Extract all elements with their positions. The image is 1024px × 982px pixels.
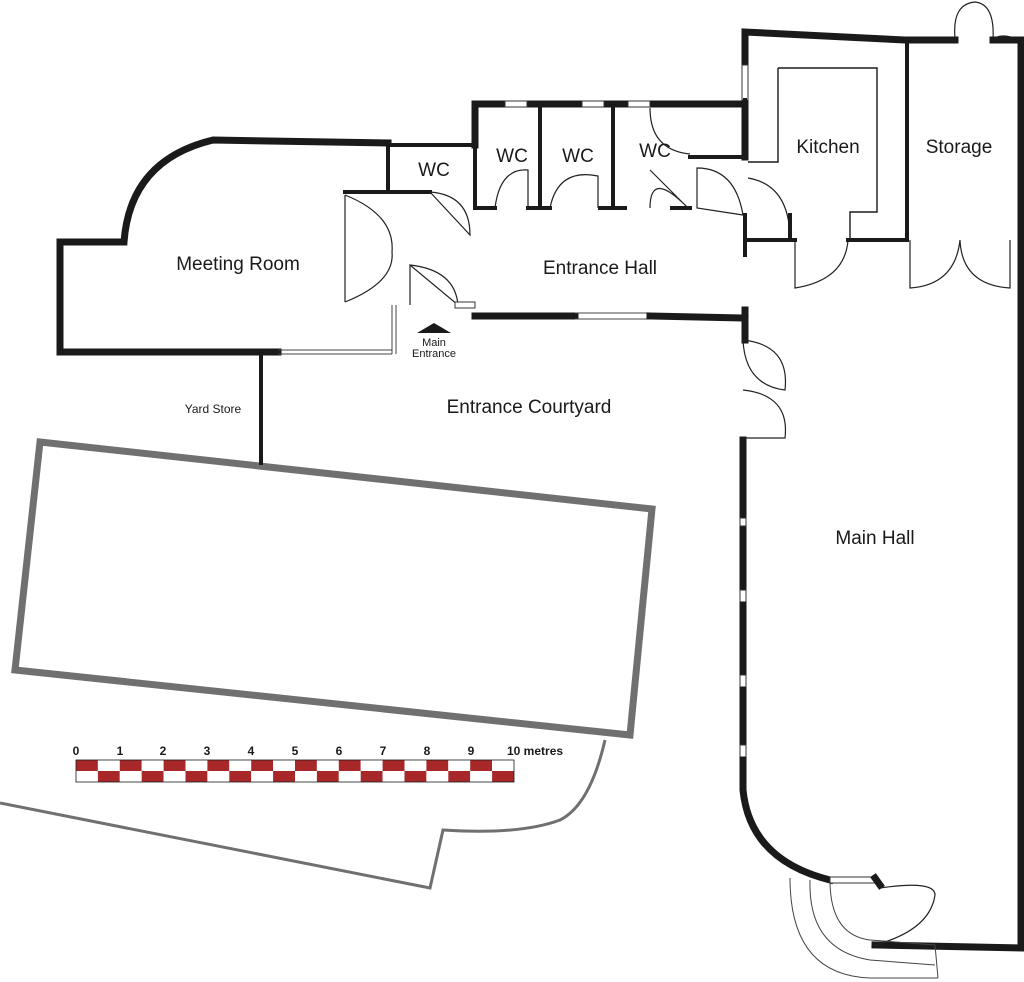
scale-bar-cell [295,771,317,782]
external-building-outline [11,438,656,739]
room-label-entrance-courtyard: Entrance Courtyard [447,397,612,418]
kitchen-window [741,64,749,101]
main-hall-outer-wall [871,36,1024,952]
main-entrance-label-line2: Entrance [412,348,456,360]
scale-bar-cell [360,760,383,771]
scale-bar-cell [141,760,164,771]
main-hall-windows [739,517,747,758]
room-label-yard-store: Yard Store [185,402,242,416]
scale-bar-cell [382,760,405,771]
scale-bar-cells [76,760,514,782]
scale-bar-cell [76,771,98,782]
scale-bar-cell [426,760,449,771]
room-label-storage: Storage [926,137,993,158]
scale-bar-cell [141,771,164,782]
scale-bar-cell [448,771,471,782]
scale-bar-cell [470,760,493,771]
scale-tick-0: 0 [73,744,80,758]
scale-bar-cell [316,760,339,771]
kitchen-door [747,177,849,289]
main-entrance-label-line1: Main [422,337,446,349]
wc-1-door [429,191,471,237]
scale-tick-3: 3 [204,744,211,758]
scale-bar-cell [229,760,252,771]
scale-bar-cell [119,771,142,782]
storage-door [909,239,1011,289]
scale-bar-cell [492,771,514,782]
kitchen-counter [748,67,878,240]
entrance-wall-right [646,312,749,322]
room-label-meeting-room: Meeting Room [176,254,300,275]
scale-bar-cell [295,760,317,771]
main-entrance-door [409,263,459,307]
room-label-entrance-hall: Entrance Hall [543,258,657,279]
scale-bar-cell [404,771,427,782]
scale-bar-cell [273,771,295,782]
room-label-kitchen: Kitchen [796,137,859,158]
room-label-wc-4: WC [639,141,671,162]
meeting-room-door [344,194,393,303]
scale-tick-10: 10 metres [507,744,563,758]
scale-bar-cell [338,760,361,771]
scale-bar-border [75,759,515,783]
room-label-wc-3: WC [562,146,594,167]
scale-bar-cell [163,760,186,771]
scale-bar-cell [97,771,120,782]
main-hall-door [742,339,787,439]
scale-bar-cell [448,760,471,771]
scale-bar-cell [207,760,230,771]
scale-tick-8: 8 [424,744,431,758]
scale-tick-4: 4 [248,744,255,758]
room-label-main-hall: Main Hall [835,528,914,549]
scale-bar-cell [360,771,383,782]
scale-bar-cell [76,760,98,771]
scale-bar-cell [338,771,361,782]
scale-tick-9: 9 [468,744,475,758]
scale-tick-6: 6 [336,744,343,758]
scale-bar-cell [470,771,493,782]
scale-bar-cell [316,771,339,782]
scale-bar-cell [97,760,120,771]
scale-bar-cell [426,771,449,782]
kitchen-walls [741,28,959,74]
main-hall-exit-door [874,884,936,946]
scale-bar-cell [229,771,252,782]
exit-steps [789,877,939,979]
storage-external-door [954,1,1021,41]
main-entrance-arrow-icon [417,323,451,333]
meeting-room-walls [56,136,392,356]
entrance-hall-door-kitchen [696,167,744,216]
external-path-outline [0,739,607,890]
scale-bar-cell [185,760,208,771]
scale-bar-cell [251,760,274,771]
scale-bar-cell [119,760,142,771]
scale-tick-2: 2 [160,744,167,758]
scale-bar-cell [382,771,405,782]
main-hall-exit-window [829,876,876,884]
main-hall-curved-wall [739,756,835,885]
scale-bar-cell [251,771,274,782]
scale-tick-5: 5 [292,744,299,758]
scale-bar-cell [404,760,427,771]
scale-bar-cell [273,760,295,771]
scale-tick-7: 7 [380,744,387,758]
scale-bar-cell [163,771,186,782]
scale-tick-1: 1 [117,744,124,758]
wc-block-windows [504,100,651,108]
scale-bar-cell [207,771,230,782]
scale-bar-cell [492,760,514,771]
scale-bar-cell [185,771,208,782]
room-label-wc-1: WC [418,160,450,181]
scale-bar: 0 1 2 3 4 5 6 7 8 9 10 metres [73,744,563,783]
room-label-wc-2: WC [496,146,528,167]
wc-doors [494,107,691,211]
